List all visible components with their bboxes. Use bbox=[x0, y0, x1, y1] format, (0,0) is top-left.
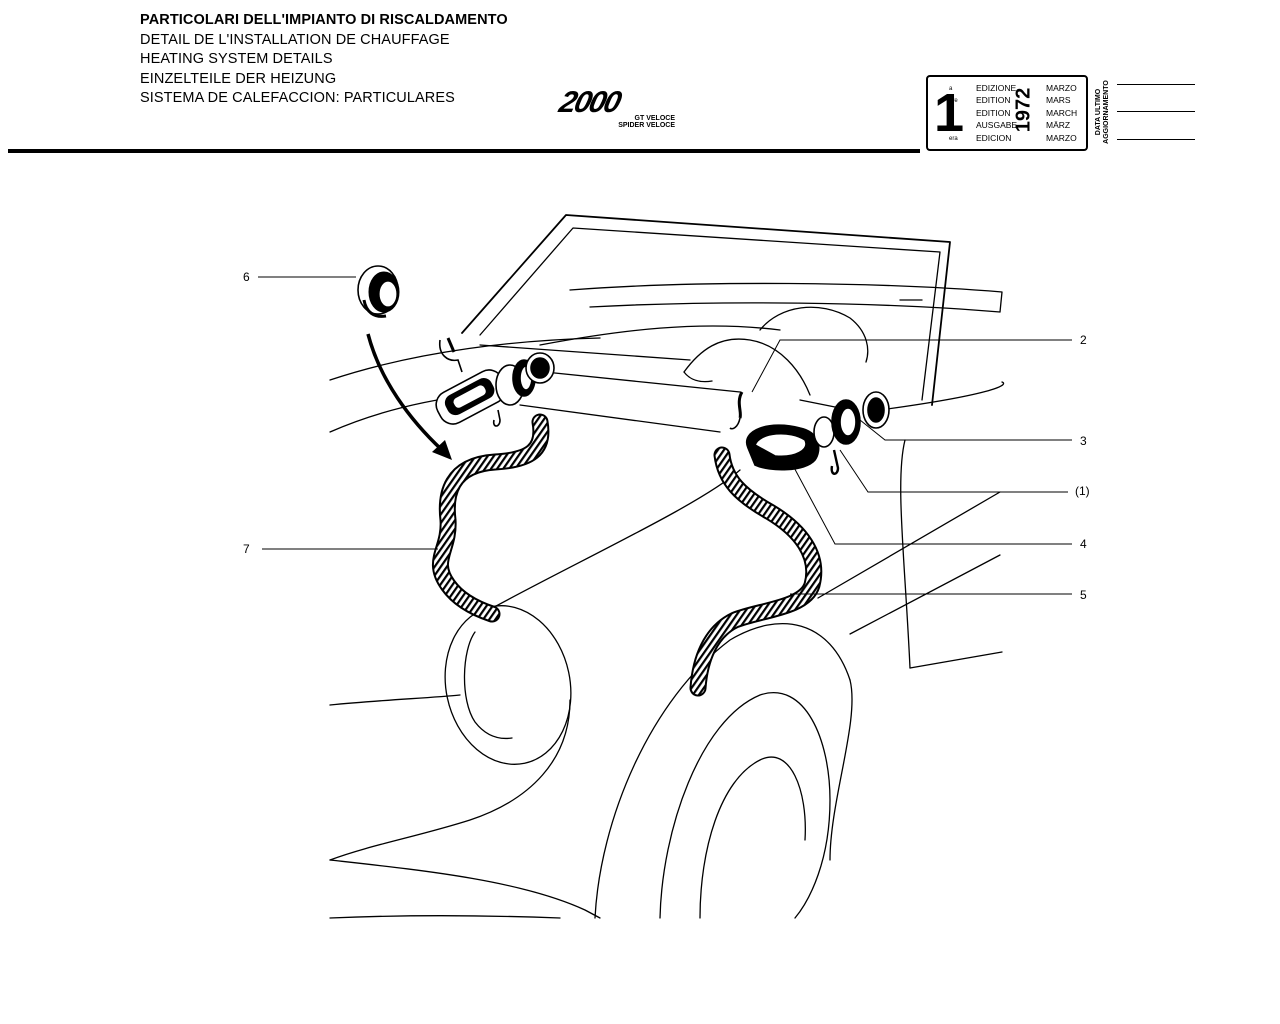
edition-word-de: AUSGABE bbox=[976, 120, 1018, 131]
grommet-part-6 bbox=[357, 265, 400, 318]
edition-word-it: EDIZIONE bbox=[976, 83, 1017, 93]
title-italian: PARTICOLARI DELL'IMPIANTO DI RISCALDAMEN… bbox=[140, 12, 508, 28]
leader-3 bbox=[859, 419, 1072, 441]
title-spanish: SISTEMA DE CALEFACCION: PARTICULARES bbox=[140, 90, 455, 106]
update-line-3 bbox=[1117, 139, 1195, 140]
callout-3: 3 bbox=[1080, 434, 1087, 448]
title-german: EINZELTEILE DER HEIZUNG bbox=[140, 70, 337, 87]
callout-5: 5 bbox=[1080, 588, 1087, 602]
arrow-6-to-7 bbox=[366, 333, 444, 452]
right-hose-outline bbox=[689, 446, 823, 697]
ordinal-en: st bbox=[949, 110, 954, 117]
edition-words: EDIZIONE EDITION EDITION AUSGABE EDICION bbox=[976, 82, 1017, 144]
title-french: DETAIL DE L'INSTALLATION DE CHAUFFAGE bbox=[140, 31, 450, 48]
ordinal-fr: ere bbox=[949, 98, 958, 105]
edition-word-es: EDICION bbox=[976, 132, 1012, 143]
callout-2: 2 bbox=[1080, 333, 1087, 347]
ordinal-it: a bbox=[949, 86, 953, 92]
update-line-2 bbox=[1117, 111, 1195, 112]
callout-1: (1) bbox=[1075, 484, 1090, 498]
ordinal-de: . bbox=[949, 123, 951, 130]
header-rule bbox=[8, 149, 920, 153]
month-de: MÄRZ bbox=[1046, 120, 1071, 131]
callout-6: 6 bbox=[243, 270, 250, 284]
edition-number: 1 bbox=[934, 83, 965, 143]
month-it: MARZO bbox=[1046, 83, 1077, 93]
leader-2 bbox=[751, 339, 1072, 393]
model-variant-spider: SPIDER VELOCE bbox=[618, 122, 675, 129]
callout-7: 7 bbox=[243, 542, 250, 556]
callout-4: 4 bbox=[1080, 537, 1087, 551]
car-body-outline bbox=[329, 214, 1005, 919]
edition-ordinals: a ere st . era bbox=[949, 83, 958, 145]
ordinal-es: era bbox=[949, 135, 958, 142]
title-block: PARTICOLARI DELL'IMPIANTO DI RISCALDAMEN… bbox=[140, 11, 508, 109]
update-line-1 bbox=[1117, 84, 1195, 85]
month-en: MARCH bbox=[1046, 107, 1078, 118]
leader-1 bbox=[839, 449, 1068, 493]
model-variants: GT VELOCE SPIDER VELOCE bbox=[615, 115, 675, 129]
edition-word-fr: EDITION bbox=[976, 95, 1011, 106]
edition-months: MARZO MARS MARCH MÄRZ MARZO bbox=[1046, 82, 1077, 144]
month-es: MARZO bbox=[1046, 132, 1077, 143]
edition-box: 1 a ere st . era EDIZIONE EDITION EDITIO… bbox=[926, 75, 1088, 151]
right-vent-assembly bbox=[729, 391, 890, 475]
right-hose bbox=[691, 448, 821, 695]
arrow-head bbox=[432, 440, 452, 460]
month-fr: MARS bbox=[1046, 95, 1071, 106]
model-logo: 2000 GT VELOCE SPIDER VELOCE bbox=[556, 86, 680, 129]
left-hose bbox=[433, 415, 548, 621]
left-vent-assembly bbox=[435, 337, 555, 427]
title-english: HEATING SYSTEM DETAILS bbox=[140, 51, 333, 67]
model-variant-gt: GT VELOCE bbox=[634, 115, 675, 122]
leader-lines bbox=[258, 276, 1072, 595]
edition-word-en: EDITION bbox=[976, 107, 1011, 118]
leader-4 bbox=[789, 459, 1072, 545]
